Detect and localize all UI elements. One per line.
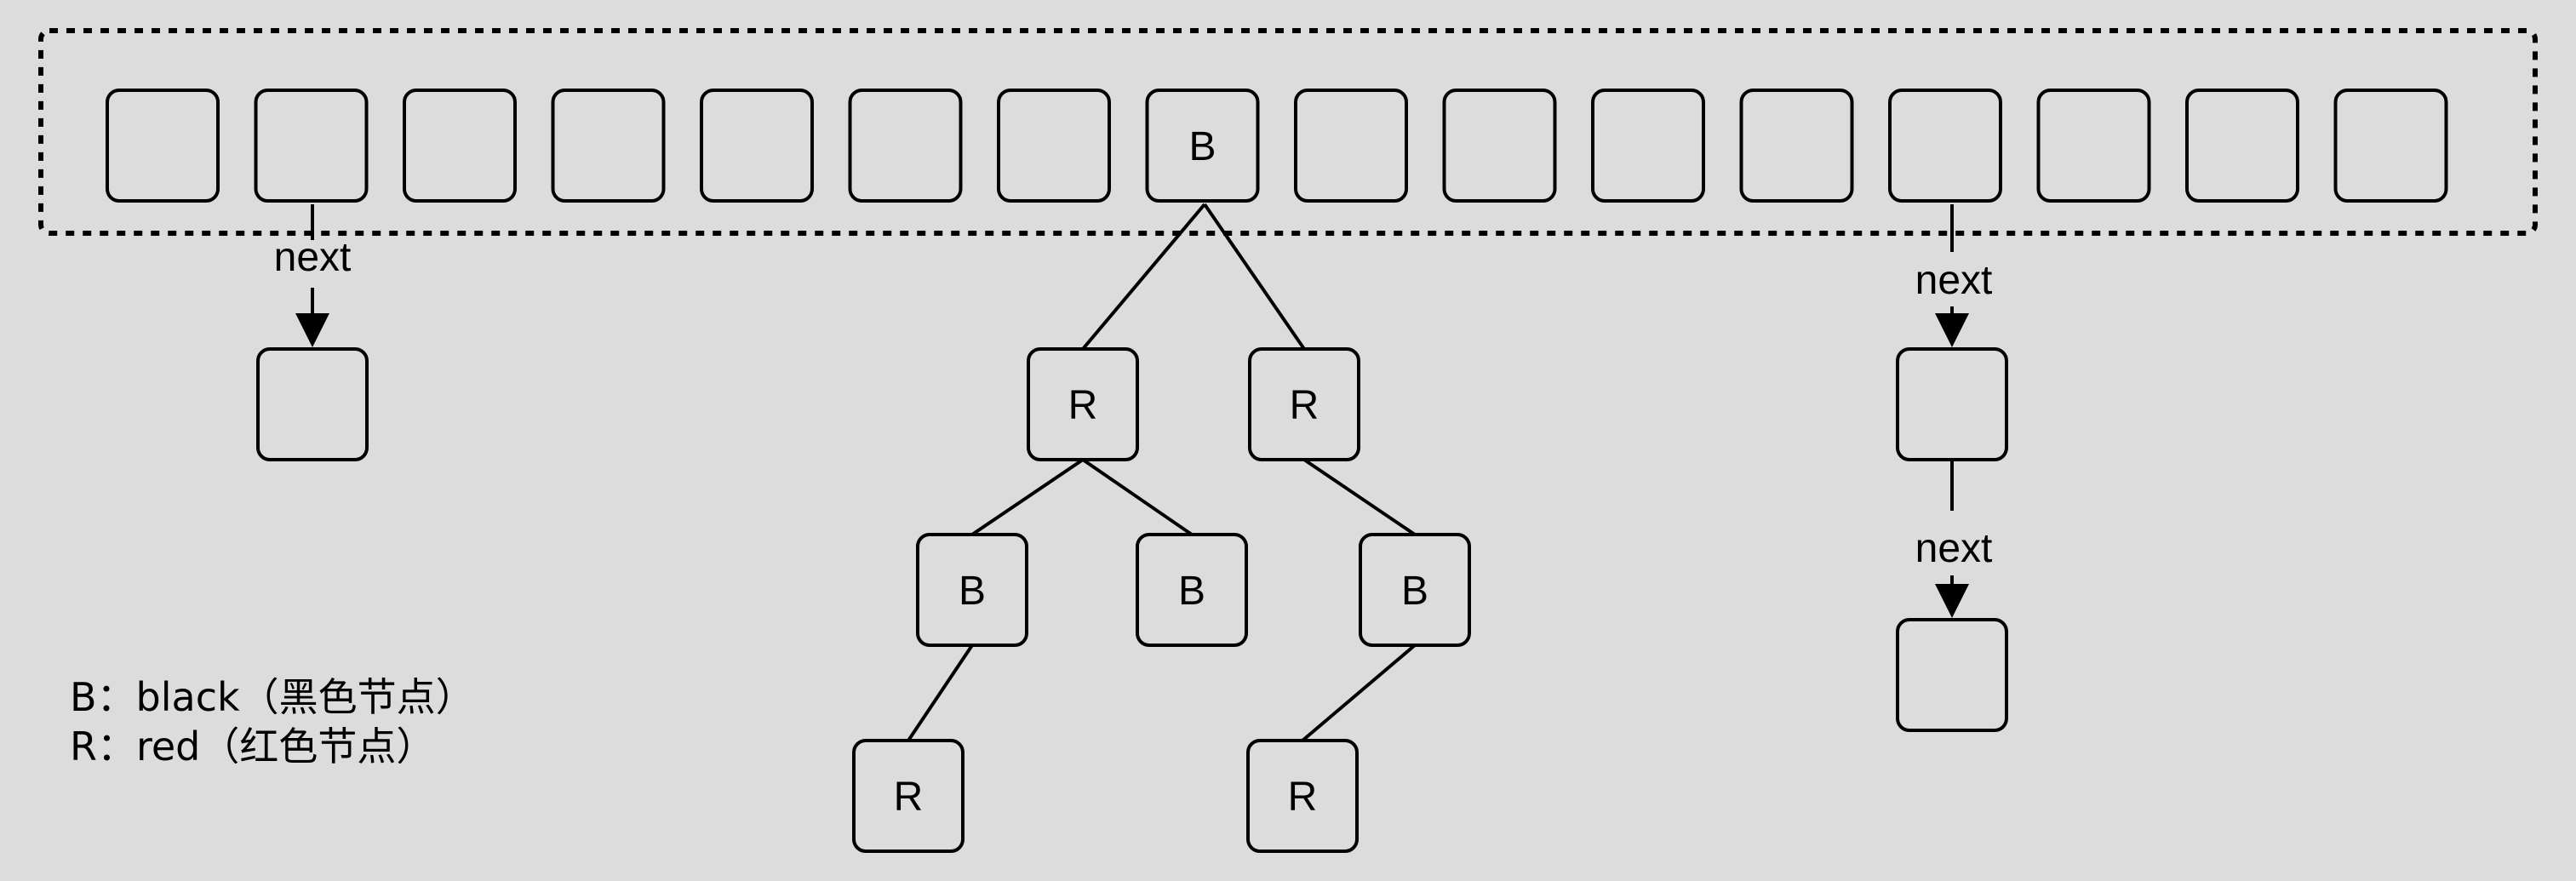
right-chain-node-2: [1896, 618, 2008, 732]
right-next-label-2: next: [1915, 526, 1993, 571]
tree-edge: [1302, 458, 1417, 536]
tree-node-label: B: [1401, 569, 1428, 614]
tree-node-label: B: [1178, 569, 1205, 614]
tree-node-red-right: [1248, 347, 1360, 461]
legend-red: R：red（红色节点）: [70, 724, 436, 769]
tree-node-black: [916, 533, 1028, 647]
tree-edge: [1203, 203, 1306, 351]
tree-edge: [970, 458, 1085, 536]
right-next-label-1: next: [1915, 258, 1993, 303]
tree-node-label: R: [1290, 383, 1319, 428]
right-chain-node-1: [1896, 347, 2008, 461]
legend-black: B：black（黑色节点）: [70, 674, 475, 720]
bucket-slot: [106, 89, 220, 203]
tree-node-label: B: [959, 569, 986, 614]
bucket-slot: [848, 89, 963, 203]
tree-node-red: [1246, 739, 1359, 853]
left-chain: next: [256, 204, 369, 461]
bucket-slot: [1442, 89, 1557, 203]
bucket-slot: [1888, 89, 2002, 203]
bucket-slot: [2333, 89, 2448, 203]
bucket-slot: [997, 89, 1111, 203]
bucket-slot: [700, 89, 814, 203]
tree-node-red-left: [1027, 347, 1139, 461]
tree-root-label: B: [1188, 124, 1216, 169]
red-black-tree: R R B B B R R: [852, 203, 1471, 853]
tree-edge: [1081, 203, 1206, 351]
right-chain: next next: [1896, 204, 2008, 732]
bucket-slot: [1739, 89, 1854, 203]
bucket-slot: [254, 89, 369, 203]
bucket-slot: [2185, 89, 2299, 203]
bucket-slot: [1294, 89, 1408, 203]
tree-node-black: [1136, 533, 1248, 647]
tree-node-label: R: [1068, 383, 1098, 428]
tree-node-black: [1359, 533, 1471, 647]
bucket-slot: [551, 89, 666, 203]
tree-node-label: R: [894, 775, 924, 820]
bucket-array: B: [106, 89, 2448, 203]
left-chain-node: [256, 347, 369, 461]
tree-edge: [1081, 458, 1194, 536]
bucket-slot: [1145, 89, 1260, 203]
legend: B：black（黑色节点） R：red（红色节点）: [70, 672, 475, 771]
tree-edge: [1301, 644, 1417, 742]
bucket-slot: [1591, 89, 1705, 203]
tree-node-red: [852, 739, 965, 853]
tree-edge: [907, 644, 974, 742]
bucket-slot: [403, 89, 517, 203]
tree-node-label: R: [1288, 775, 1318, 820]
left-next-label: next: [274, 235, 352, 280]
bucket-slot: [2036, 89, 2151, 203]
